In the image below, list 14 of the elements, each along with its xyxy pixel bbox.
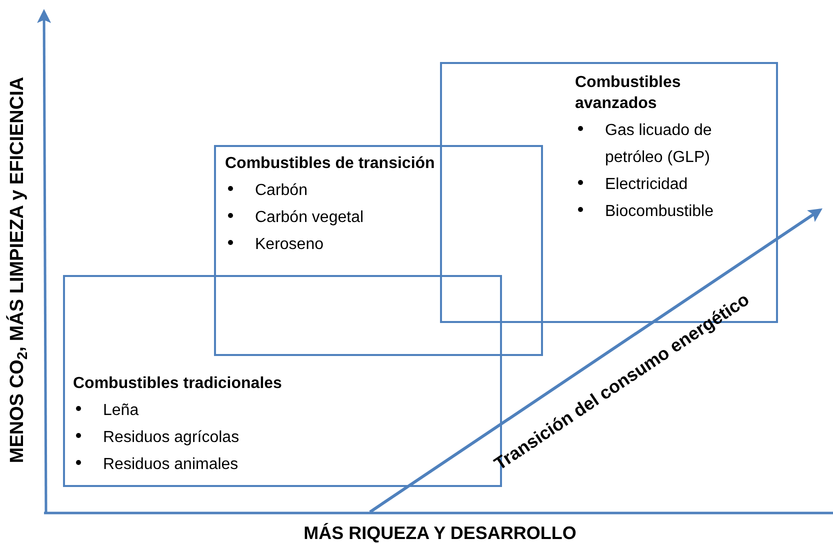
list-item: Carbón: [255, 181, 308, 201]
box-heading: Combustibles avanzados: [575, 73, 682, 114]
list-item: Carbón vegetal: [255, 208, 364, 228]
list-item: Residuos animales: [103, 455, 238, 475]
list-item: Biocombustible: [605, 202, 714, 222]
category-box: [214, 145, 543, 356]
box-heading: Combustibles tradicionales: [73, 374, 282, 394]
list-item: Gas licuado de petróleo (GLP): [605, 121, 713, 168]
list-item: Keroseno: [255, 235, 324, 255]
list-item: Leña: [103, 401, 139, 421]
list-item: Residuos agrícolas: [103, 428, 240, 448]
list-item: Electricidad: [605, 175, 688, 195]
axis-label: MÁS RIQUEZA Y DESARROLLO: [302, 522, 578, 544]
box-heading: Combustibles de transición: [225, 154, 435, 174]
